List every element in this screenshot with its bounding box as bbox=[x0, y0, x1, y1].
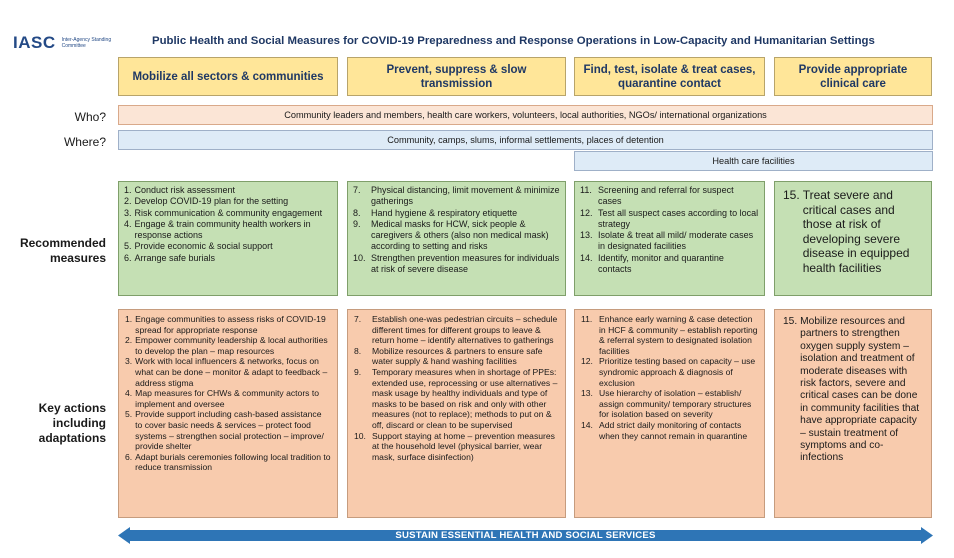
list-item: 1.Engage communities to assess risks of … bbox=[125, 314, 326, 335]
list-item: 13.Isolate & treat all mild/ moderate ca… bbox=[580, 230, 754, 252]
list-item: 5.Provide support including cash-based a… bbox=[125, 409, 324, 452]
recommended-box-mobilize: 1.Conduct risk assessment 2.Develop COVI… bbox=[118, 181, 338, 296]
key-actions-list-mobilize: 1.Engage communities to assess risks of … bbox=[125, 314, 331, 473]
list-item: 3.Risk communication & community engagem… bbox=[124, 207, 323, 218]
row-label-who: Who? bbox=[74, 110, 106, 124]
list-item: 10.Strengthen prevention measures for in… bbox=[353, 252, 560, 275]
list-item: 6.Arrange safe burials bbox=[124, 252, 216, 263]
recommended-list-prevent: 7.Physical distancing, limit movement & … bbox=[353, 185, 560, 275]
who-band: Community leaders and members, health ca… bbox=[118, 105, 933, 125]
recommended-list-clinical-care: 15.Treat severe and critical cases and t… bbox=[783, 188, 923, 275]
key-actions-list-clinical-care: 15.Mobilize resources and partners to st… bbox=[783, 316, 923, 465]
key-actions-box-clinical-care: 15.Mobilize resources and partners to st… bbox=[774, 309, 932, 518]
row-label-recommended: Recommended measures bbox=[19, 236, 106, 265]
list-item: 6.Adapt burials ceremonies following loc… bbox=[125, 451, 331, 473]
list-item: 14.Add strict daily monitoring of contac… bbox=[581, 419, 748, 441]
list-item: 14.Identify, monitor and quarantine cont… bbox=[580, 252, 724, 275]
row-label-key-actions: Key actions including adaptations bbox=[38, 401, 106, 445]
logo-subtitle: Inter-Agency Standing Committee bbox=[61, 37, 112, 49]
list-item: 13.Use hierarchy of isolation – establis… bbox=[581, 388, 752, 420]
list-item: 10.Support staying at home – prevention … bbox=[354, 430, 555, 462]
list-item: 15.Treat severe and critical cases and t… bbox=[783, 188, 910, 275]
list-item: 15.Mobilize resources and partners to st… bbox=[783, 316, 920, 464]
list-item: 7.Establish one-was pedestrian circuits … bbox=[354, 314, 558, 346]
list-item: 9.Medical masks for HCW, sick people & c… bbox=[353, 218, 549, 252]
column-header-clinical-care: Provide appropriate clinical care bbox=[774, 57, 932, 96]
recommended-box-prevent: 7.Physical distancing, limit movement & … bbox=[347, 181, 566, 296]
key-actions-box-prevent: 7.Establish one-was pedestrian circuits … bbox=[347, 309, 566, 518]
iasc-logo: IASC Inter-Agency Standing Committee bbox=[13, 33, 122, 53]
list-item: 4.Engage & train community health worker… bbox=[124, 218, 311, 241]
list-item: 5.Provide economic & social support bbox=[124, 241, 273, 252]
sustain-services-arrow: SUSTAIN ESSENTIAL HEALTH AND SOCIAL SERV… bbox=[118, 527, 933, 544]
list-item: 7.Physical distancing, limit movement & … bbox=[353, 185, 560, 207]
list-item: 3.Work with local influencers & networks… bbox=[125, 356, 328, 388]
list-item: 11.Screening and referral for suspect ca… bbox=[580, 185, 734, 207]
list-item: 11.Enhance early warning & case detectio… bbox=[581, 314, 758, 356]
list-item: 8.Hand hygiene & respiratory etiquette bbox=[353, 207, 518, 218]
sustain-services-label: SUSTAIN ESSENTIAL HEALTH AND SOCIAL SERV… bbox=[395, 530, 656, 541]
diagram-title: Public Health and Social Measures for CO… bbox=[152, 35, 875, 47]
key-actions-list-prevent: 7.Establish one-was pedestrian circuits … bbox=[354, 314, 559, 462]
list-item: 8.Mobilize resources & partners to ensur… bbox=[354, 345, 543, 367]
logo-mark: IASC bbox=[13, 33, 56, 52]
list-item: 2.Empower community leadership & local a… bbox=[125, 335, 328, 356]
key-actions-box-find-test: 11.Enhance early warning & case detectio… bbox=[574, 309, 765, 518]
list-item: 2.Develop COVID-19 plan for the setting bbox=[124, 196, 289, 207]
recommended-box-find-test: 11.Screening and referral for suspect ca… bbox=[574, 181, 765, 296]
double-arrow-icon bbox=[118, 527, 933, 544]
recommended-list-find-test: 11.Screening and referral for suspect ca… bbox=[580, 185, 759, 275]
where-band: Community, camps, slums, informal settle… bbox=[118, 130, 933, 150]
column-header-prevent: Prevent, suppress & slow transmission bbox=[347, 57, 566, 96]
list-item: 9.Temporary measures when in shortage of… bbox=[354, 366, 558, 430]
list-item: 4.Map measures for CHWs & community acto… bbox=[125, 388, 320, 409]
list-item: 12.Test all suspect cases according to l… bbox=[580, 207, 759, 229]
row-label-where: Where? bbox=[63, 135, 106, 149]
list-item: 1.Conduct risk assessment bbox=[124, 185, 236, 195]
key-actions-box-mobilize: 1.Engage communities to assess risks of … bbox=[118, 309, 338, 518]
health-facilities-band: Health care facilities bbox=[574, 151, 933, 171]
column-header-mobilize: Mobilize all sectors & communities bbox=[118, 57, 338, 96]
recommended-list-mobilize: 1.Conduct risk assessment 2.Develop COVI… bbox=[124, 185, 332, 264]
column-header-find-test: Find, test, isolate & treat cases, quara… bbox=[574, 57, 765, 96]
key-actions-list-find-test: 11.Enhance early warning & case detectio… bbox=[581, 314, 758, 441]
list-item: 12.Prioritize testing based on capacity … bbox=[581, 356, 756, 388]
recommended-box-clinical-care: 15.Treat severe and critical cases and t… bbox=[774, 181, 932, 296]
